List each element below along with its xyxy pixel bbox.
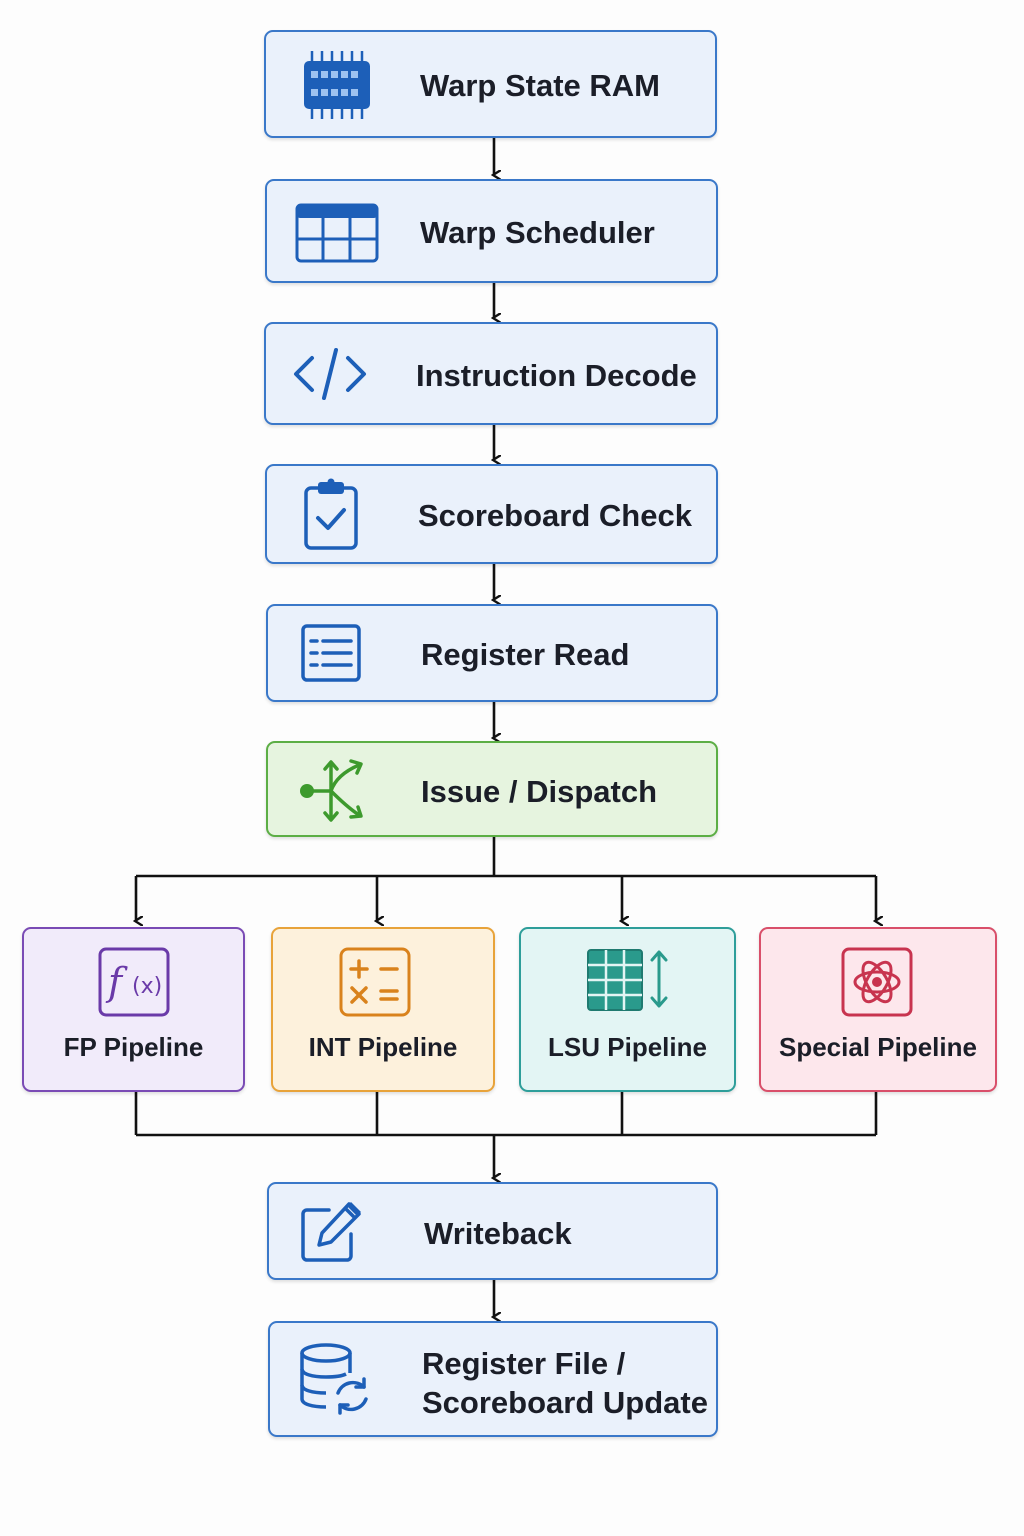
scoreboard-check-label: Scoreboard Check <box>418 498 692 533</box>
warp-state-ram-label: Warp State RAM <box>420 68 660 103</box>
writeback-label: Writeback <box>424 1216 572 1251</box>
memory-table-arrows-icon <box>585 947 675 1022</box>
writeback-node: Writeback <box>267 1182 718 1280</box>
warp-state-ram-node: Warp State RAM <box>264 30 717 138</box>
function-fx-icon: f (x) <box>98 947 170 1022</box>
dispatch-fanout-line <box>136 837 876 878</box>
database-sync-icon <box>298 1341 370 1422</box>
warp-scheduler-node: Warp Scheduler <box>265 179 718 283</box>
scoreboard-check-node: Scoreboard Check <box>265 464 718 564</box>
atom-icon <box>841 947 913 1022</box>
issue-dispatch-label: Issue / Dispatch <box>421 774 658 809</box>
issue-dispatch-node: Issue / Dispatch <box>266 741 718 837</box>
fp-pipeline-node: f (x) FP Pipeline <box>22 927 245 1092</box>
register-read-label: Register Read <box>421 637 630 672</box>
lsu-pipeline-label: LSU Pipeline <box>548 1032 707 1062</box>
calculator-icon <box>339 947 411 1022</box>
memory-chip-icon <box>302 49 372 126</box>
fx-glyph: f <box>105 960 128 1004</box>
edit-pencil-icon <box>299 1200 363 1269</box>
fp-pipeline-label: FP Pipeline <box>63 1032 204 1062</box>
branch-fanout-icon <box>295 757 371 830</box>
int-pipeline-node: INT Pipeline <box>271 927 495 1092</box>
register-read-node: Register Read <box>266 604 718 702</box>
int-pipeline-label: INT Pipeline <box>308 1032 458 1062</box>
clipboard-check-icon <box>303 478 359 555</box>
instruction-decode-node: Instruction Decode <box>264 322 718 425</box>
code-brackets-icon <box>292 344 368 409</box>
special-pipeline-label: Special Pipeline <box>779 1032 977 1062</box>
register-file-update-label: Register File / Scoreboard Update <box>422 1345 708 1423</box>
register-file-update-node: Register File / Scoreboard Update <box>268 1321 718 1437</box>
lsu-pipeline-node: LSU Pipeline <box>519 927 736 1092</box>
table-grid-icon <box>295 203 379 268</box>
register-file-update-line1: Register File / <box>422 1346 626 1381</box>
special-pipeline-node: Special Pipeline <box>759 927 997 1092</box>
register-file-update-line2: Scoreboard Update <box>422 1384 708 1420</box>
pipeline-merge-line <box>134 1092 878 1137</box>
list-register-icon <box>301 624 361 687</box>
warp-scheduler-label: Warp Scheduler <box>420 215 655 250</box>
instruction-decode-label: Instruction Decode <box>416 358 697 393</box>
fx-arg-glyph: (x) <box>132 974 162 999</box>
